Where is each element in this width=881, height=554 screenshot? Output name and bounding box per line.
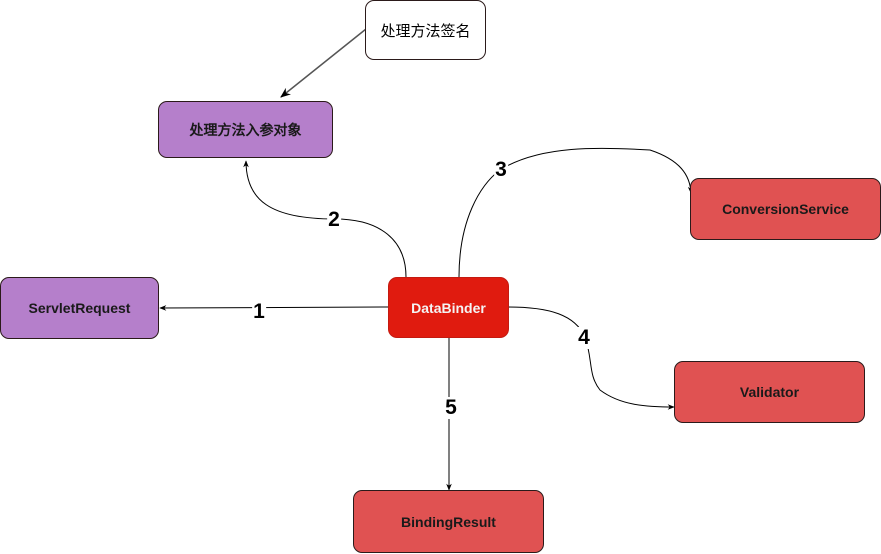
edge-label-3: 3 xyxy=(494,158,508,181)
edge-label-2: 2 xyxy=(327,208,341,231)
node-method-args[interactable]: 处理方法入参对象 xyxy=(158,101,333,158)
edge-4-validator xyxy=(507,306,675,410)
node-method-signature-label: 处理方法签名 xyxy=(380,22,471,40)
edge-label-1: 1 xyxy=(252,300,266,323)
edge-3-conversion xyxy=(458,147,694,278)
node-servlet-request-label: ServletRequest xyxy=(28,300,131,316)
node-binding-result-label: BindingResult xyxy=(401,513,496,530)
node-data-binder-label: DataBinder xyxy=(411,299,486,316)
node-conversion-service[interactable]: ConversionService xyxy=(690,178,881,240)
edge-label-5: 5 xyxy=(444,396,458,419)
edge-2-args xyxy=(243,160,407,278)
node-validator-label: Validator xyxy=(739,384,800,400)
node-conversion-service-label: ConversionService xyxy=(722,201,849,217)
edge-signature-to-args xyxy=(280,28,367,98)
node-validator[interactable]: Validator xyxy=(674,361,865,423)
node-binding-result[interactable]: BindingResult xyxy=(353,490,544,553)
node-method-args-label: 处理方法入参对象 xyxy=(189,121,302,138)
edge-label-4: 4 xyxy=(577,326,591,349)
node-servlet-request[interactable]: ServletRequest xyxy=(0,277,159,339)
edge-1-servlet xyxy=(159,305,390,311)
node-data-binder[interactable]: DataBinder xyxy=(388,277,509,338)
node-method-signature[interactable]: 处理方法签名 xyxy=(365,0,486,60)
